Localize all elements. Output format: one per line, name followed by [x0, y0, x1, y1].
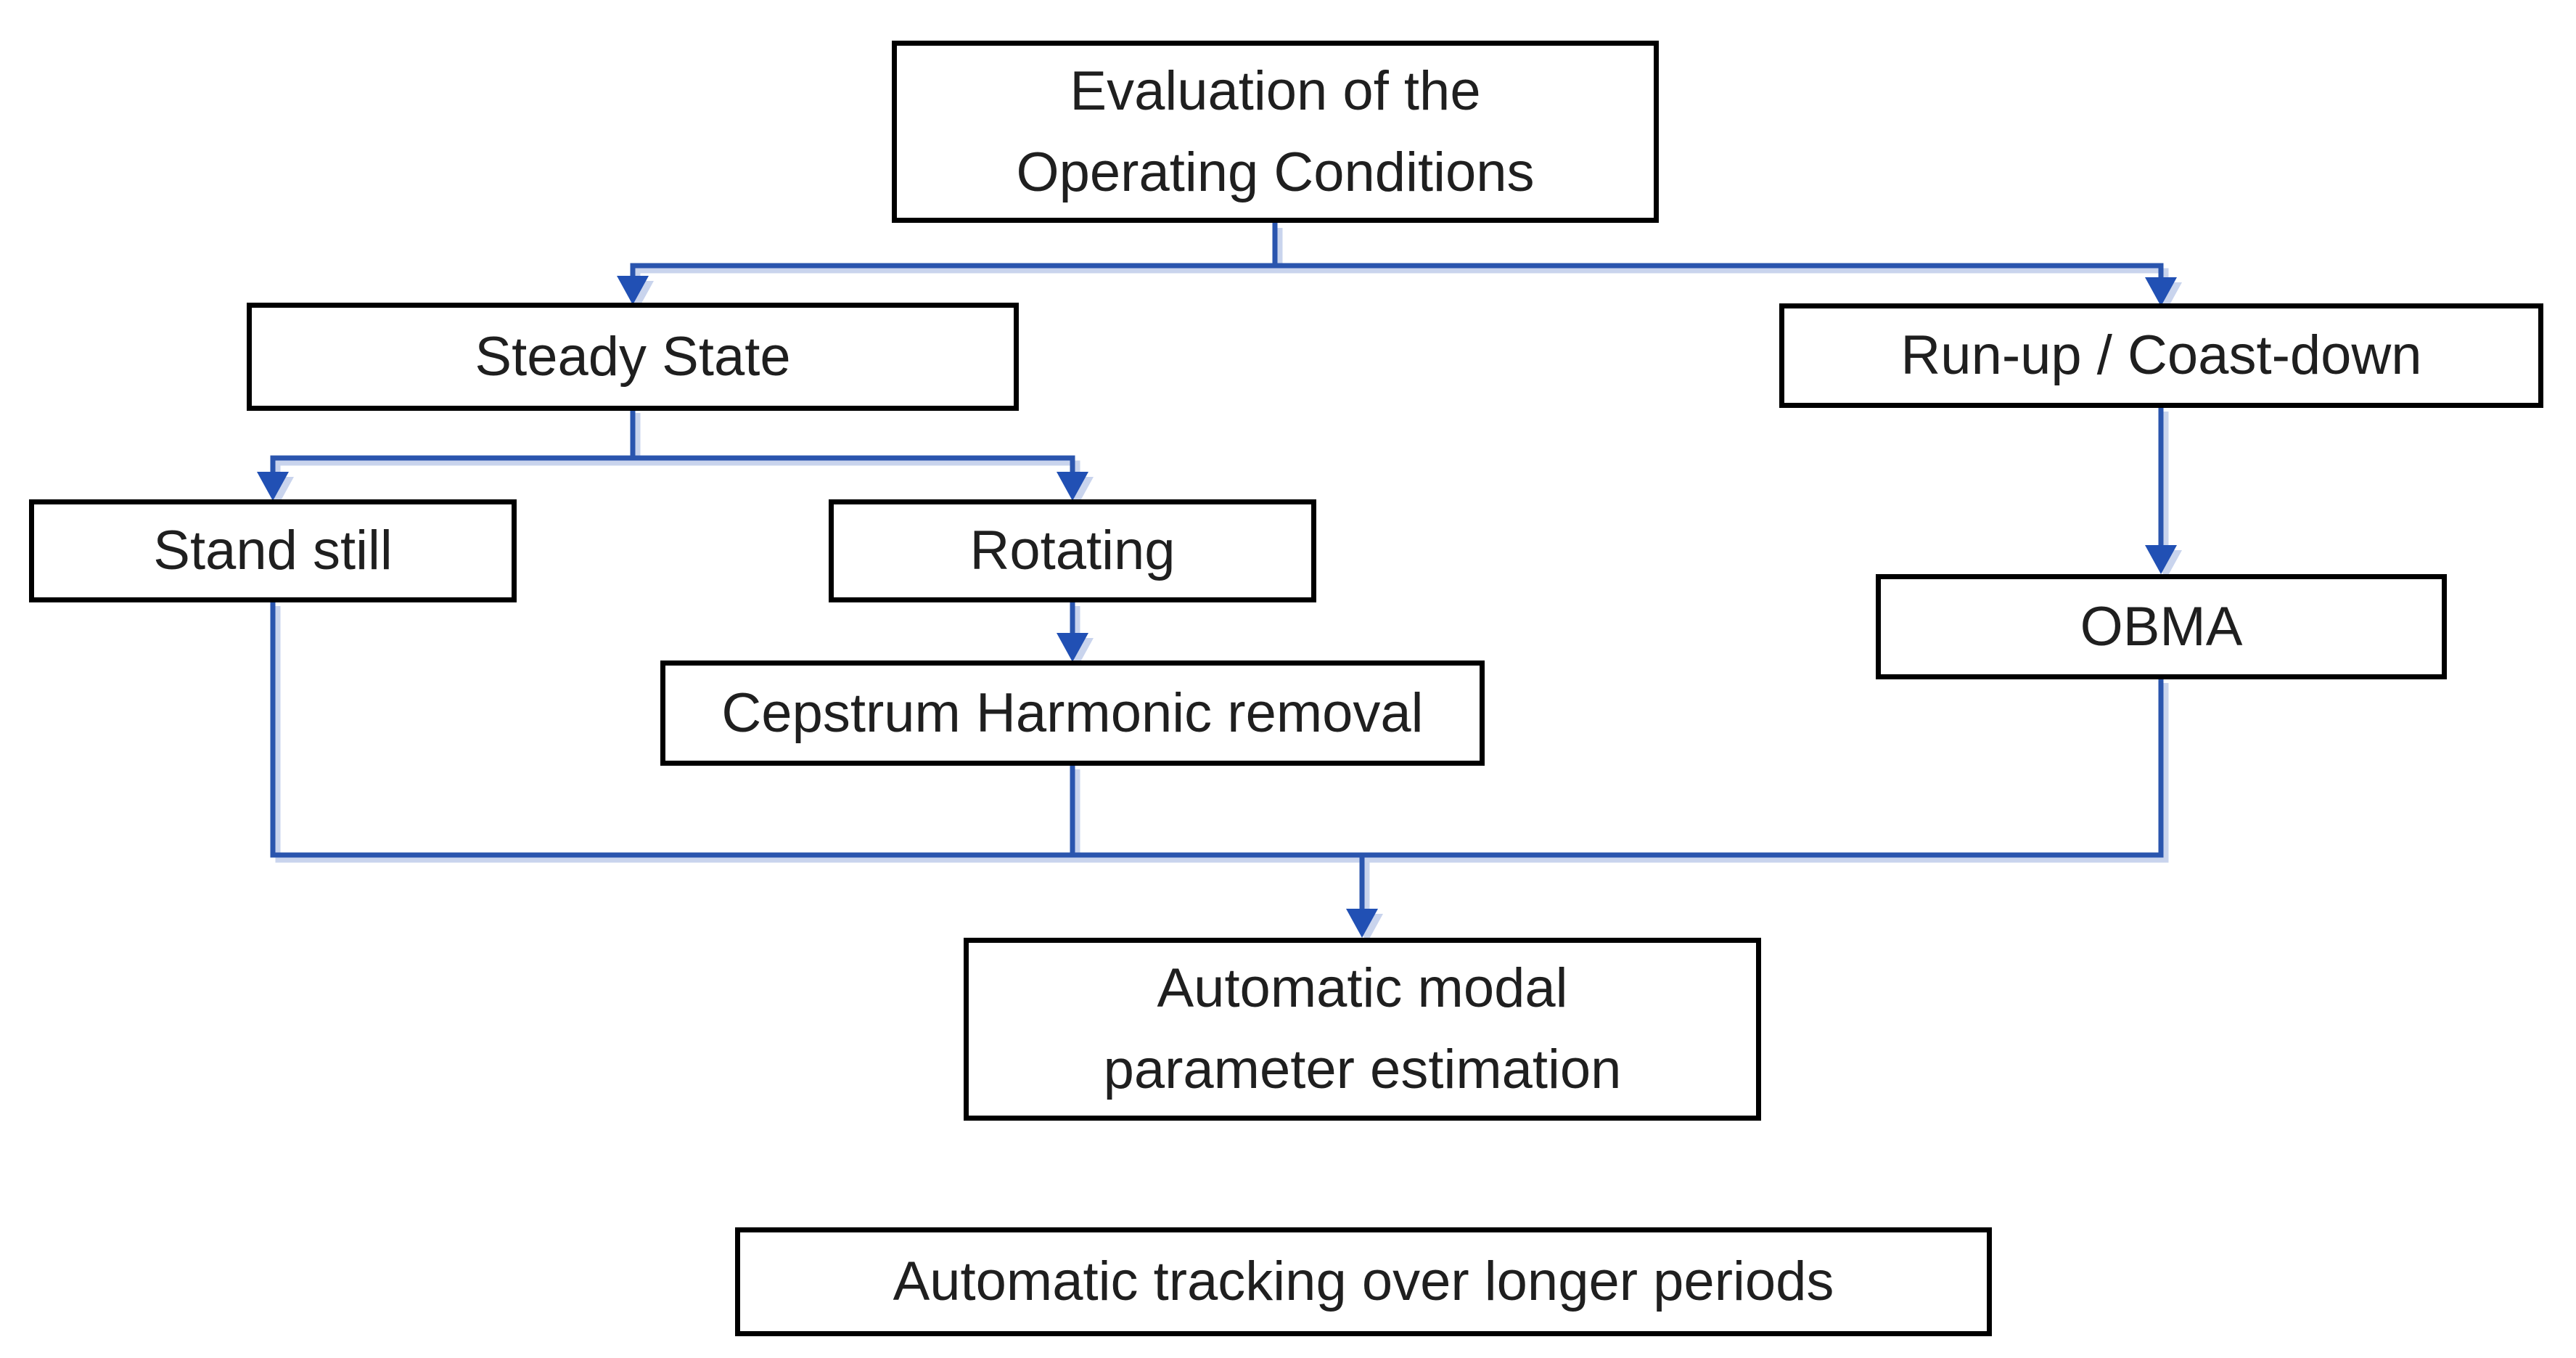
arrowhead-into-rotating — [1057, 472, 1088, 501]
node-label-line: Run-up / Coast-down — [1900, 324, 2422, 386]
node-label-line: Evaluation of the — [1070, 60, 1481, 122]
node-evaluation-operating-conditions: Evaluation of the Operating Conditions — [892, 41, 1659, 223]
arrowhead-into-stand — [257, 472, 289, 501]
edge-merge-bus — [270, 601, 2164, 858]
node-label-line: Operating Conditions — [1016, 141, 1535, 203]
node-stand-still: Stand still — [29, 499, 517, 602]
arrowhead-into-runup — [2145, 277, 2177, 306]
arrowhead-into-steady — [617, 276, 649, 305]
edge-split-top — [635, 268, 2169, 284]
arrowhead-into-cepstrum — [1057, 633, 1088, 662]
node-label-line: OBMA — [2080, 595, 2243, 658]
node-label-line: Automatic modal — [1157, 957, 1568, 1019]
node-rotating: Rotating — [829, 499, 1316, 602]
arrowheads — [257, 276, 2177, 938]
arrowhead-into-obma — [2145, 545, 2177, 574]
node-label-line: parameter estimation — [1103, 1039, 1622, 1100]
edge-split-steady — [270, 455, 1075, 473]
node-label-line: Rotating — [969, 520, 1176, 581]
node-label-line: Stand still — [153, 520, 393, 581]
edge-merge-bus — [275, 606, 2169, 863]
node-runup-coastdown: Run-up / Coast-down — [1779, 303, 2543, 408]
edge-split-top — [630, 263, 2164, 279]
connector-main-group — [270, 223, 2164, 912]
node-cepstrum-harmonic-removal: Cepstrum Harmonic removal — [660, 660, 1485, 766]
node-label-line: Automatic tracking over longer periods — [893, 1251, 1834, 1312]
node-automatic-tracking-longer-periods: Automatic tracking over longer periods — [735, 1227, 1992, 1336]
node-obma: OBMA — [1876, 574, 2447, 679]
edge-split-steady — [275, 460, 1080, 478]
node-label-line: Cepstrum Harmonic removal — [721, 682, 1424, 744]
node-label-line: Steady State — [475, 325, 791, 388]
node-steady-state: Steady State — [247, 303, 1019, 411]
arrowhead-into-automodal — [1346, 909, 1378, 938]
node-automatic-modal-parameter-estimation: Automatic modal parameter estimation — [964, 938, 1761, 1121]
